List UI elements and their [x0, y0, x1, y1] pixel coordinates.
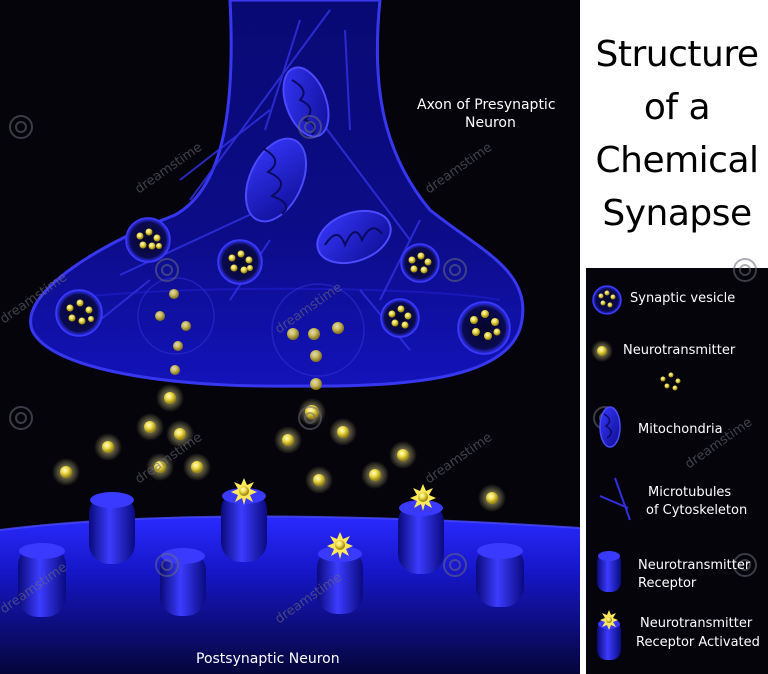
- neurotransmitter-legend-icon: [591, 340, 681, 391]
- legend-receptor-activated-label-2: Receptor Activated: [636, 635, 760, 650]
- page-title: Structure of a Chemical Synapse: [586, 28, 768, 240]
- synaptic-vesicles: [55, 217, 511, 377]
- receptors: [18, 478, 524, 617]
- legend-receptor-label-2: Receptor: [638, 576, 697, 591]
- vesicle-contents: [66, 228, 501, 340]
- title-line4: Synapse: [602, 193, 752, 234]
- cleft-neurotransmitters: [52, 384, 506, 512]
- released-neurotransmitters: [155, 289, 344, 390]
- legend-vesicle-label: Synaptic vesicle: [630, 291, 736, 306]
- legend-mitochondria-label: Mitochondria: [638, 422, 723, 437]
- mitochondria-legend-icon: [599, 406, 621, 448]
- microtubules-legend-icon: [599, 477, 631, 521]
- legend-receptor-label-1: Neurotransmitter: [638, 558, 751, 573]
- legend-neurotransmitter-label: Neurotransmitter: [623, 343, 736, 358]
- receptor-legend-icon: [597, 551, 621, 592]
- legend-microtubules-label-2: of Cytoskeleton: [646, 503, 748, 518]
- presynaptic-label-line2: Neuron: [465, 115, 516, 131]
- legend-microtubules-label-1: Microtubules: [648, 485, 732, 500]
- presynaptic-label-line1: Axon of Presynaptic: [417, 97, 556, 113]
- title-line1: Structure: [595, 34, 759, 75]
- watermark-logos: [9, 115, 757, 577]
- presynaptic-label: Axon of Presynaptic Neuron: [417, 96, 577, 132]
- legend-background: [586, 268, 768, 674]
- legend-receptor-activated-label-1: Neurotransmitter: [640, 616, 753, 631]
- vesicle-legend-icon: [592, 285, 622, 315]
- receptor-activated-legend-icon: [597, 610, 621, 660]
- legend-icons: [591, 285, 681, 660]
- title-line2: of a: [643, 87, 711, 128]
- postsynaptic-label: Postsynaptic Neuron: [196, 651, 340, 667]
- microtubules: [99, 9, 421, 351]
- title-line3: Chemical: [595, 140, 759, 181]
